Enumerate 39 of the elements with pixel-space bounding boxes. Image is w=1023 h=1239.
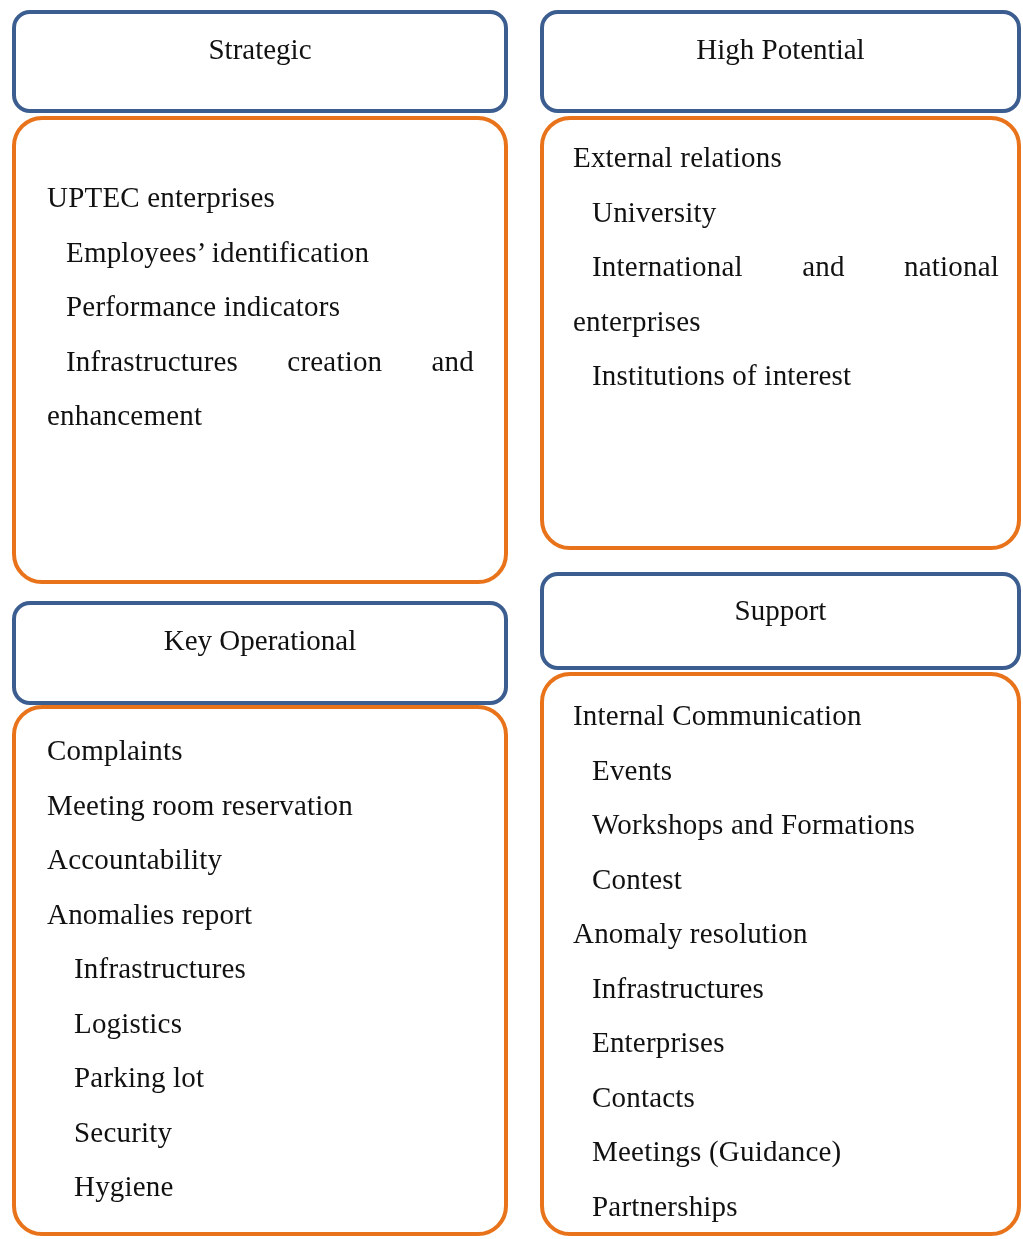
list-item: Anomaly resolution xyxy=(573,916,809,951)
list-item: Complaints xyxy=(47,733,184,768)
list-item: Institutions of interest xyxy=(591,358,853,393)
list-item: Anomalies report xyxy=(47,896,254,932)
list-item: Enterprises xyxy=(591,1025,726,1060)
content-box xyxy=(540,672,1021,1236)
list-item: University xyxy=(591,194,718,230)
list-item: Meetings (Guidance) xyxy=(591,1134,843,1169)
list-item: Partnerships xyxy=(591,1188,739,1224)
list-item: Workshops and Formations xyxy=(591,807,917,842)
list-item: Parking lot xyxy=(73,1060,206,1095)
header-box xyxy=(540,10,1021,113)
list-item: Contest xyxy=(591,861,683,897)
content-box xyxy=(12,116,508,584)
list-item: Infrastructures creation and enhancement xyxy=(47,343,474,433)
list-item: Internal Communication xyxy=(573,698,863,733)
list-item: Meeting room reservation xyxy=(47,787,354,823)
box-heading: Support xyxy=(733,593,828,628)
header-box xyxy=(540,572,1021,670)
list-item: Hygiene xyxy=(73,1169,175,1204)
list-item: Security xyxy=(73,1114,174,1150)
header-box xyxy=(12,10,508,113)
list-item: Employees’ identification xyxy=(65,234,371,270)
content-box xyxy=(540,116,1021,550)
list-item: External relations xyxy=(573,140,783,175)
header-box xyxy=(12,601,508,705)
list-item: International and national enterprises xyxy=(573,249,999,339)
list-item: Logistics xyxy=(73,1005,184,1041)
content-box xyxy=(12,705,508,1236)
list-item: Contacts xyxy=(591,1079,697,1115)
list-item: Performance indicators xyxy=(65,289,342,324)
box-heading: Key Operational xyxy=(162,623,358,658)
list-item: Accountability xyxy=(47,842,224,877)
box-heading: Strategic xyxy=(207,32,313,67)
list-item: Events xyxy=(591,752,674,788)
box-heading: High Potential xyxy=(695,32,866,67)
list-item: Infrastructures xyxy=(73,951,248,986)
list-item: UPTEC enterprises xyxy=(47,180,277,215)
list-item: Infrastructures xyxy=(591,970,766,1006)
